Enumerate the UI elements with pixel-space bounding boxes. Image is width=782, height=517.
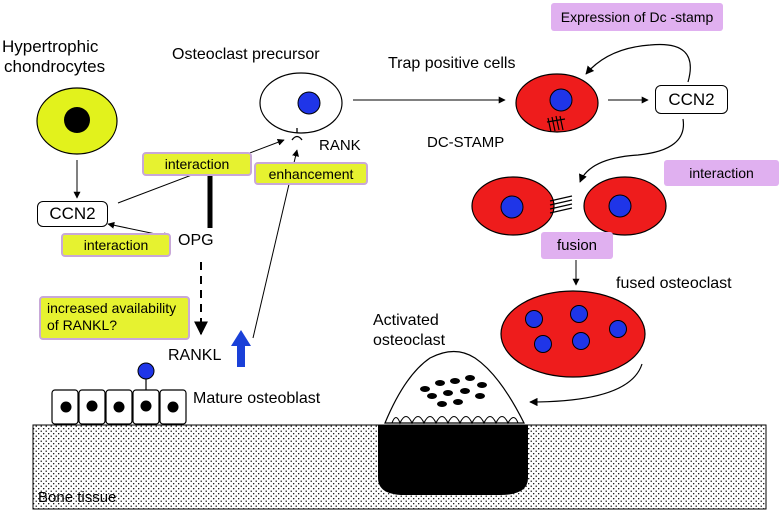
ruffled-border xyxy=(391,415,519,425)
arrow-ccn2-to-trap-curve xyxy=(585,43,691,83)
dc-stamp-receptor xyxy=(546,115,566,133)
chondrocyte-nucleus xyxy=(64,107,90,133)
fusing-cell-left-nucleus xyxy=(500,195,524,219)
fused-osteoclast-nuclei xyxy=(525,305,627,353)
label-rank: RANK xyxy=(319,137,361,154)
rank-receptor xyxy=(291,135,303,141)
interaction-box-ccn2-opg: interaction xyxy=(61,233,171,257)
dc-stamp-interaction xyxy=(549,195,573,214)
expression-dc-stamp-box: Expression of Dc -stamp xyxy=(551,3,723,31)
ccn2-box-right: CCN2 xyxy=(655,85,728,114)
activated-osteoclast xyxy=(384,350,525,424)
label-mature-osteoblast: Mature osteoblast xyxy=(193,390,321,407)
label-hypertrophic-line2: chondrocytes xyxy=(4,57,106,76)
trap-cell-nucleus xyxy=(549,88,573,112)
label-dc-stamp: DC-STAMP xyxy=(427,134,505,151)
mature-osteoblast-row xyxy=(51,389,187,425)
label-rankl: RANKL xyxy=(168,347,222,364)
enhancement-box: enhancement xyxy=(254,162,368,185)
activated-osteoclast-granules xyxy=(420,375,487,407)
rankl-ligand xyxy=(137,362,155,380)
label-opg: OPG xyxy=(178,232,214,249)
fusing-cell-right-nucleus xyxy=(608,194,632,218)
label-fused-osteoclast: fused osteoclast xyxy=(616,275,732,292)
label-hypertrophic-line1: Hypertrophic xyxy=(2,37,99,56)
fusion-box: fusion xyxy=(541,232,613,259)
increased-availability-line2: of RANKL? xyxy=(47,317,118,333)
ccn2-box-left: CCN2 xyxy=(37,201,108,227)
label-activated-line2: osteoclast xyxy=(373,332,446,349)
interaction-box-right: interaction xyxy=(664,160,779,186)
increased-availability-box: increased availability of RANKL? xyxy=(39,296,190,340)
increased-availability-line1: increased availability xyxy=(47,300,177,316)
rankl-upregulation-arrow xyxy=(231,330,251,367)
resorption-pit xyxy=(378,425,528,495)
precursor-nucleus xyxy=(297,91,321,115)
label-bone-tissue: Bone tissue xyxy=(38,489,117,506)
label-osteoclast-precursor: Osteoclast precursor xyxy=(172,46,320,63)
arrow-fused-to-activated xyxy=(529,363,643,407)
arrow-ccn2-to-fusing-cells xyxy=(579,118,685,183)
label-trap-positive-cells: Trap positive cells xyxy=(388,55,516,72)
label-activated-line1: Activated xyxy=(373,312,439,329)
interaction-box-ccn2-rank: interaction xyxy=(142,152,252,176)
